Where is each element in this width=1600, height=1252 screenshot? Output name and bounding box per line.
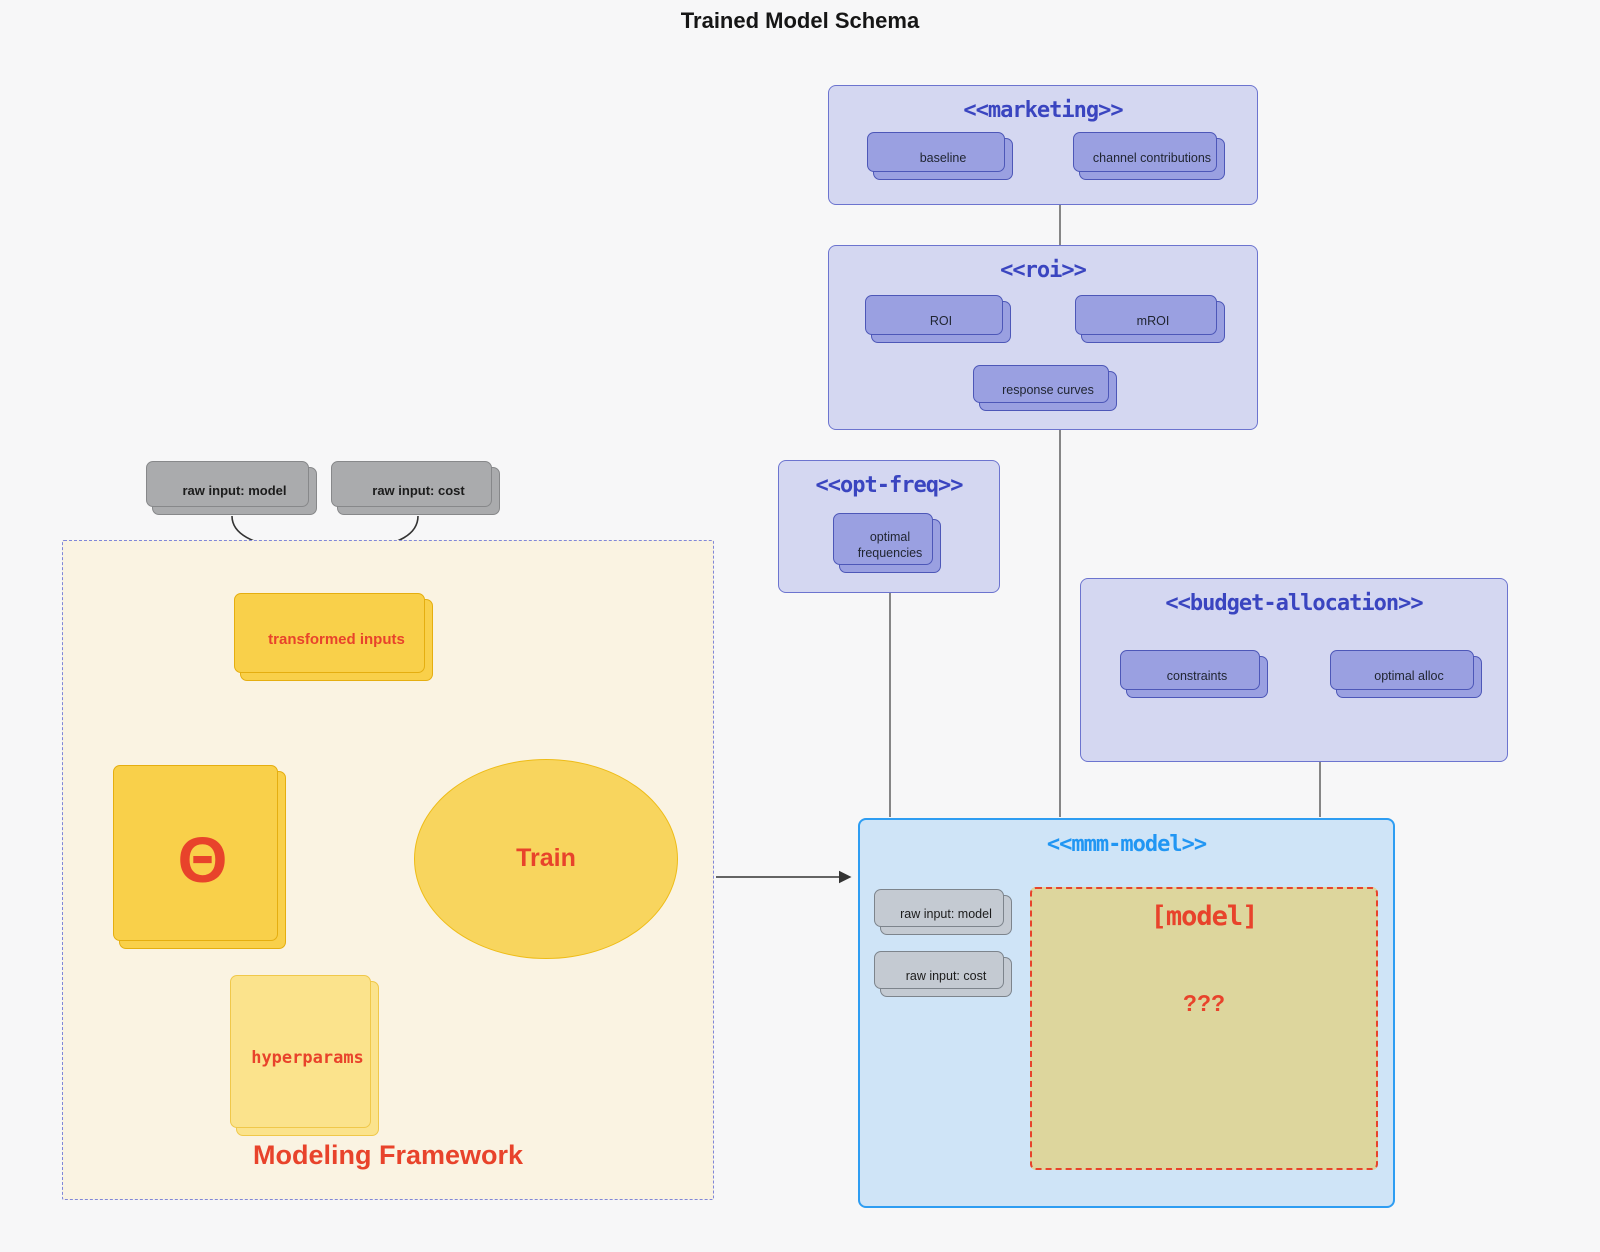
diagram-title: Trained Model Schema bbox=[680, 8, 920, 33]
node-theta: Θ bbox=[113, 765, 286, 949]
node-baseline: baseline bbox=[867, 132, 1013, 180]
container-roi: <<roi>> ROI mROI response curves bbox=[828, 245, 1258, 430]
container-mmm-model: <<mmm-model>> raw input: model raw input… bbox=[858, 818, 1395, 1208]
container-opt-freq: <<opt-freq>> optimal frequencies bbox=[778, 460, 1000, 593]
node-raw-input-cost: raw input: cost bbox=[331, 461, 500, 515]
node-mmm-raw-input-model: raw input: model bbox=[874, 889, 1012, 935]
opt-freq-title: <<opt-freq>> bbox=[815, 473, 964, 498]
modeling-framework-label: Modeling Framework bbox=[252, 1140, 524, 1170]
marketing-title: <<marketing>> bbox=[963, 98, 1123, 123]
model-box-title: [model] bbox=[1150, 901, 1259, 932]
container-modeling-framework: transformed inputs Θ Train hyperparams M… bbox=[62, 540, 714, 1200]
node-roi: ROI bbox=[865, 295, 1011, 343]
budget-allocation-title: <<budget-allocation>> bbox=[1165, 591, 1423, 616]
node-raw-input-model: raw input: model bbox=[146, 461, 317, 515]
node-response-curves: response curves bbox=[973, 365, 1117, 411]
container-marketing: <<marketing>> baseline channel contribut… bbox=[828, 85, 1258, 205]
container-budget-allocation: <<budget-allocation>> constraints optima… bbox=[1080, 578, 1508, 762]
node-optimal-frequencies: optimal frequencies bbox=[833, 513, 941, 573]
mmm-model-title: <<mmm-model>> bbox=[1046, 832, 1207, 857]
node-transformed-inputs: transformed inputs bbox=[234, 593, 433, 681]
node-channel-contributions: channel contributions bbox=[1073, 132, 1225, 180]
node-hyperparams: hyperparams bbox=[230, 975, 379, 1136]
node-optimal-alloc: optimal alloc bbox=[1330, 650, 1482, 698]
node-mroi: mROI bbox=[1075, 295, 1225, 343]
node-train: Train bbox=[414, 759, 678, 959]
node-mmm-raw-input-cost: raw input: cost bbox=[874, 951, 1012, 997]
node-constraints: constraints bbox=[1120, 650, 1268, 698]
roi-title: <<roi>> bbox=[1000, 258, 1087, 283]
node-model-dashed-box: [model] ??? bbox=[1030, 887, 1378, 1170]
model-box-unknown: ??? bbox=[1182, 990, 1226, 1016]
